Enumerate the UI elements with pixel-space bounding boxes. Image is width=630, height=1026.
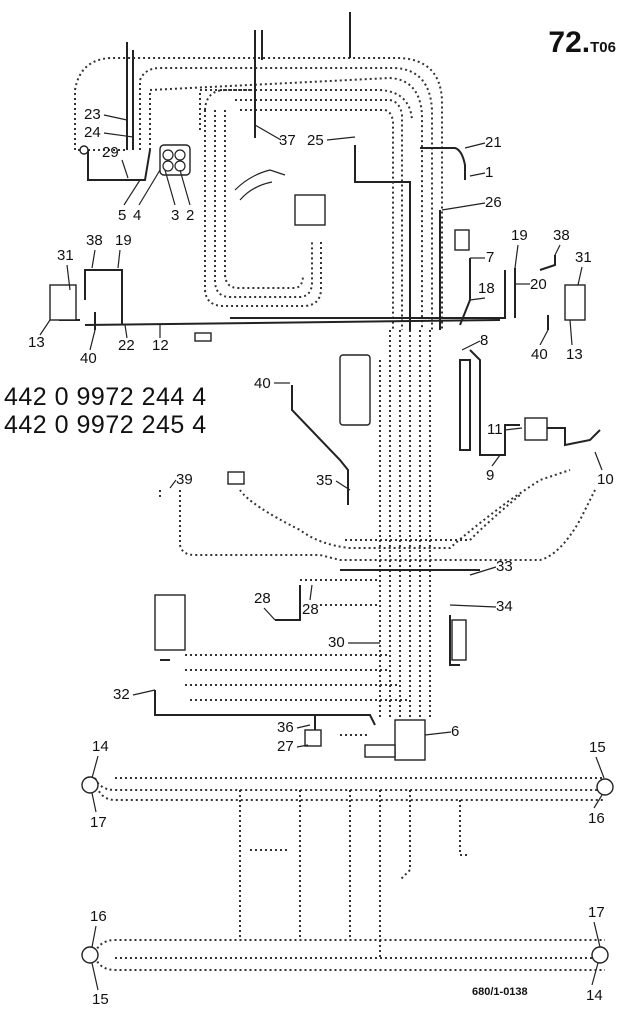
callout-15-top: 15 <box>589 739 606 756</box>
lower-harness <box>154 594 426 761</box>
callout-1: 1 <box>485 164 493 181</box>
callout-30: 30 <box>328 634 345 651</box>
top-harness <box>74 12 470 330</box>
callout-31-right: 31 <box>575 249 592 266</box>
callouts: 23 24 29 5 4 3 2 37 25 21 1 26 31 38 19 … <box>28 106 614 1008</box>
callout-4: 4 <box>133 207 141 224</box>
callout-40-mid: 40 <box>254 375 271 392</box>
sheet-number: 72.T06 <box>548 26 616 60</box>
callout-22: 22 <box>118 337 135 354</box>
callout-13-right: 13 <box>566 346 583 363</box>
callout-39: 39 <box>176 471 193 488</box>
callout-28-a: 28 <box>254 590 271 607</box>
callout-16-top: 16 <box>588 810 605 827</box>
callout-6: 6 <box>451 723 459 740</box>
callout-25: 25 <box>307 132 324 149</box>
callout-5: 5 <box>118 207 126 224</box>
callout-14-bottom: 14 <box>586 987 603 1004</box>
callout-12: 12 <box>152 337 169 354</box>
callout-34: 34 <box>496 598 513 615</box>
callout-36: 36 <box>277 719 294 736</box>
callout-38-left: 38 <box>86 232 103 249</box>
mid-harness <box>159 330 601 720</box>
callout-32: 32 <box>113 686 130 703</box>
callout-33: 33 <box>496 558 513 575</box>
callout-3: 3 <box>171 207 179 224</box>
callout-19-right: 19 <box>511 227 528 244</box>
callout-16-bottom: 16 <box>90 908 107 925</box>
callout-2: 2 <box>186 207 194 224</box>
part-number-2: 442 0 9972 245 4 <box>4 411 207 439</box>
drawing-reference: 680/1-0138 <box>472 986 528 998</box>
callout-40-left: 40 <box>80 350 97 367</box>
upper-axle <box>81 776 614 960</box>
callout-14-top: 14 <box>92 738 109 755</box>
callout-40-right: 40 <box>531 346 548 363</box>
callout-35: 35 <box>316 472 333 489</box>
sheet-number-suffix: T06 <box>590 39 616 56</box>
sheet-number-main: 72. <box>548 26 591 59</box>
lower-axle <box>81 939 609 971</box>
callout-13-left: 13 <box>28 334 45 351</box>
callout-38-right: 38 <box>553 227 570 244</box>
callout-21: 21 <box>485 134 502 151</box>
callout-23: 23 <box>84 106 101 123</box>
callout-11: 11 <box>487 421 503 438</box>
callout-7: 7 <box>486 249 494 266</box>
callout-28-b: 28 <box>302 601 319 618</box>
callout-9: 9 <box>486 467 494 484</box>
mid-bus <box>49 255 586 342</box>
callout-31-left: 31 <box>57 247 74 264</box>
callout-37: 37 <box>279 132 296 149</box>
callout-20: 20 <box>530 276 547 293</box>
callout-29: 29 <box>102 144 119 161</box>
callout-18: 18 <box>478 280 495 297</box>
callout-19-left: 19 <box>115 232 132 249</box>
callout-8: 8 <box>480 332 488 349</box>
callout-26: 26 <box>485 194 502 211</box>
callout-17-top: 17 <box>90 814 107 831</box>
callout-15-bottom: 15 <box>92 991 109 1008</box>
callout-10: 10 <box>597 471 614 488</box>
part-number-1: 442 0 9972 244 4 <box>4 383 207 411</box>
callout-17-bottom: 17 <box>588 904 605 921</box>
callout-24: 24 <box>84 124 101 141</box>
callout-27: 27 <box>277 738 294 755</box>
